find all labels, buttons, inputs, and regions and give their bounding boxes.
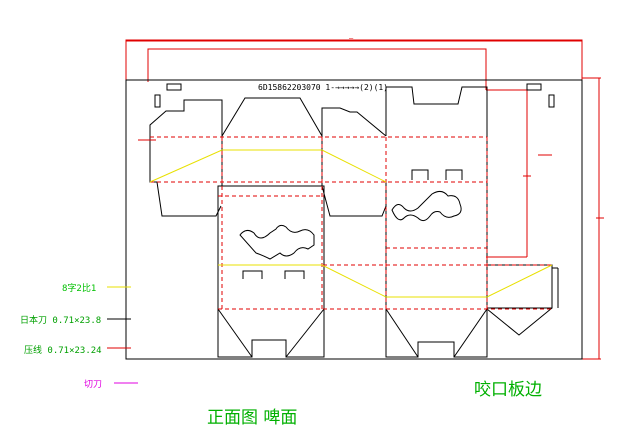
legend-lines: [107, 286, 138, 384]
registration-marks: [154, 83, 555, 108]
crease-lines: [150, 136, 552, 310]
legend-item-slit: 切刀: [84, 380, 103, 390]
legend-item-pitch: 8字2比1: [62, 284, 97, 294]
glue-lines: [149, 149, 553, 298]
front-view-caption: 正面图 啤面: [207, 408, 298, 428]
legend-item-crease: 压线 0.71×23.24: [24, 346, 102, 356]
top-dimension-mark: —: [349, 34, 354, 42]
sheet-border: [125, 79, 583, 360]
die-cut-outline: [149, 86, 559, 358]
file-title: 6D15862203070 1-→→→→→(2)(1): [258, 83, 389, 92]
legend-item-cut-knife: 日本刀 0.71×23.8: [20, 316, 102, 326]
red-tick-marks: [138, 139, 552, 156]
bite-edge-caption: 咬口板边: [474, 380, 542, 400]
dimension-lines: [125, 39, 604, 360]
